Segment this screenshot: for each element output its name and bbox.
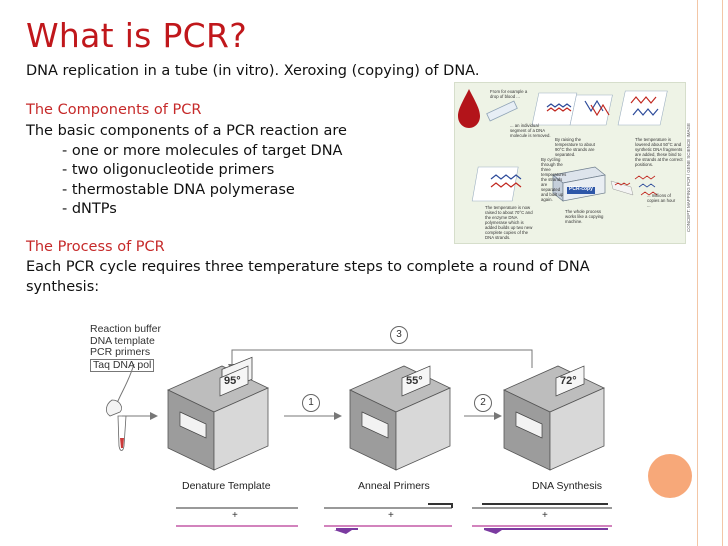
- process-heading: The Process of PCR: [26, 239, 165, 255]
- temperature-display: 55°: [406, 375, 423, 387]
- component-item: - dNTPs: [62, 201, 117, 217]
- pcr-overview-illustration: From for example a drop of blood ... ...…: [454, 82, 686, 244]
- illustration-callout: The whole process works like a copying m…: [565, 209, 604, 224]
- thermocycler-2: [349, 365, 451, 471]
- strand-sign: +: [542, 510, 548, 521]
- reagent-item: Taq DNA pol: [90, 358, 155, 372]
- temperature-display: 95°: [224, 375, 241, 387]
- components-lead: The basic components of a PCR reaction a…: [26, 123, 347, 139]
- pcr-process-graphic: [106, 349, 612, 534]
- hand-icon: [106, 399, 122, 417]
- illustration-callout: From for example a drop of blood ...: [490, 89, 528, 99]
- thermocycler-3: [503, 365, 605, 471]
- temperature-display: 72°: [560, 375, 577, 387]
- components-heading: The Components of PCR: [26, 102, 202, 118]
- step-label: DNA Synthesis: [532, 480, 603, 492]
- component-item: - thermostable DNA polymerase: [62, 182, 295, 198]
- step-label: Anneal Primers: [358, 480, 430, 492]
- blood-drop-icon: [458, 89, 480, 128]
- illustration-callout: By raising the temperature to about 90°C…: [555, 137, 595, 157]
- machine-label: PCR-copy: [569, 186, 593, 192]
- step-label: Denature Template: [182, 480, 271, 492]
- pcr-process-diagram: Reaction buffer DNA template PCR primers…: [72, 320, 632, 546]
- step-number: 2: [474, 394, 492, 412]
- reagent-item: DNA template: [90, 334, 155, 347]
- intro-text: DNA replication in a tube (in vitro). Xe…: [26, 63, 480, 79]
- illustration-callout: By cycling through the three temperature…: [541, 157, 567, 202]
- reagent-list: Reaction buffer DNA template PCR primers…: [90, 323, 162, 372]
- pcr-overview-graphic: [458, 89, 668, 202]
- decorative-circle: [648, 454, 692, 498]
- process-text: Each PCR cycle requires three temperatur…: [26, 259, 590, 275]
- reagent-item: PCR primers: [90, 346, 151, 358]
- thermocycler-1: [167, 356, 269, 471]
- step-number: 3: [390, 326, 408, 344]
- reagent-item: Reaction buffer: [90, 323, 162, 335]
- illustration-credit: CONCEPT: MAPPING PCR / GENE SCIENCE IMAG…: [686, 122, 691, 232]
- process-text: synthesis:: [26, 279, 100, 295]
- component-item: - two oligonucleotide primers: [62, 162, 275, 178]
- illustration-callout: The temperature is now raised to about 7…: [485, 205, 533, 240]
- strand-sign: +: [232, 510, 238, 521]
- step-number: 1: [302, 394, 320, 412]
- component-item: - one or more molecules of target DNA: [62, 143, 343, 159]
- test-tube-icon: [117, 415, 127, 451]
- slide-title: What is PCR?: [26, 16, 248, 55]
- illustration-callout: ... an individual segment of a DNA molec…: [510, 123, 551, 138]
- illustration-callout: ... millions of copies an hour ...: [647, 193, 676, 208]
- illustration-callout: The temperature is lowered about 50°C an…: [635, 137, 683, 167]
- decorative-border: [697, 0, 723, 546]
- strand-sign: +: [388, 510, 394, 521]
